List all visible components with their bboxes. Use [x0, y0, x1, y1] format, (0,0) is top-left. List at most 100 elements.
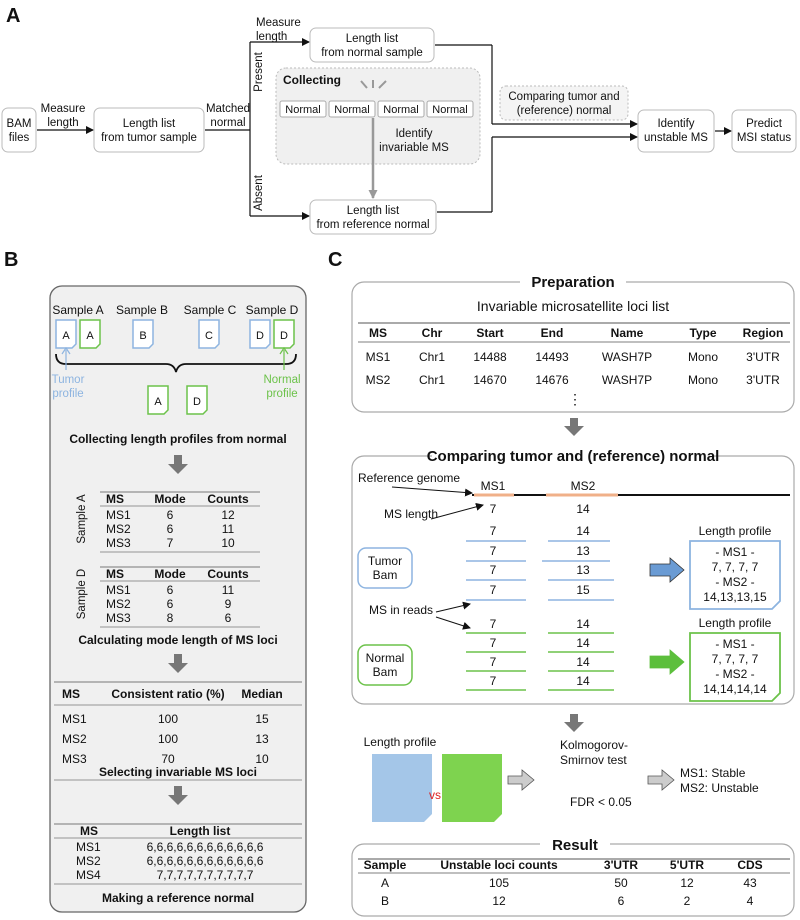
tumor-doc-d-icon: [249, 319, 271, 349]
table-header: 5'UTR: [670, 858, 705, 872]
read-length: 7: [490, 583, 497, 597]
comparing-box: [499, 85, 629, 121]
down-arrow-3-icon: [168, 786, 188, 805]
tumor-list-box: [93, 107, 205, 153]
table-cell: 10: [255, 752, 269, 766]
doc-a-normal-letter: A: [86, 330, 94, 342]
read-length: 7: [490, 524, 497, 538]
reference-list-box: [309, 199, 437, 235]
collected-a-letter: A: [154, 396, 162, 408]
sample-d-label: Sample D: [246, 303, 299, 317]
down-arrow-result-icon: [564, 714, 584, 732]
comparing-title: Comparing tumor and (reference) normal: [427, 448, 720, 465]
read-length: 7: [490, 636, 497, 650]
mode-d-header-mode: Mode: [154, 567, 186, 581]
table-cell: B: [381, 894, 389, 908]
mode-a-header-counts: Counts: [207, 492, 249, 506]
mode-d-header-counts: Counts: [207, 567, 249, 581]
table-cell: 14676: [535, 373, 569, 387]
preparation-subtitle: Invariable microsatellite loci list: [477, 298, 669, 314]
normal-reads: [466, 632, 614, 691]
read-length: 7: [490, 674, 497, 688]
result-box: [351, 843, 795, 917]
table-cell: MS1: [366, 350, 391, 364]
ref-length-ms1: 7: [490, 502, 497, 516]
read-length: 14: [576, 636, 590, 650]
table-cell: MS2: [366, 373, 391, 387]
table-cell: 2: [684, 894, 691, 908]
present-label: Present: [253, 51, 265, 91]
normal-chip-1: [279, 100, 327, 118]
read-length: 13: [576, 544, 590, 558]
table-cell: 14670: [473, 373, 507, 387]
panel-c-label: C: [328, 249, 342, 271]
step3-caption: Selecting invariable MS loci: [99, 765, 257, 779]
collecting-label: Collecting: [283, 73, 341, 87]
table-header: CDS: [737, 858, 762, 872]
collected-d-letter: D: [193, 396, 201, 408]
table-header: Start: [476, 326, 503, 340]
document-icons: [55, 319, 295, 349]
table-cell: 70: [161, 752, 175, 766]
table-cell: MS2: [62, 732, 87, 746]
step4-caption: Making a reference normal: [102, 891, 254, 905]
fdr-label: FDR < 0.05: [570, 795, 632, 809]
sample-a-table: MS1 6 12 MS2 6 11 MS3 7 10: [106, 508, 235, 550]
table-cell: 12: [680, 876, 694, 890]
list-header-length: Length list: [170, 824, 231, 838]
normal-chip-3: [377, 100, 425, 118]
table-cell: 14493: [535, 350, 569, 364]
read-length: 14: [576, 674, 590, 688]
normal-chip-3-label: Normal: [383, 104, 418, 116]
read-length: 15: [576, 583, 590, 597]
outcome-arrow-icon: [647, 769, 675, 791]
ms-length-label: MS length: [384, 507, 438, 521]
predict-box: [731, 109, 797, 153]
ks-test-label: Kolmogorov-Smirnov test: [560, 738, 628, 767]
table-cell: WASH7P: [602, 373, 652, 387]
table-cell: MS2: [106, 522, 131, 536]
tumor-reads: [466, 540, 614, 601]
collected-doc-a-icon: [147, 385, 169, 415]
mode-a-header-ms: MS: [106, 492, 124, 506]
tumor-read-values: 7 14 7 13 7 13 7 15: [490, 524, 590, 597]
table-cell: MS2: [76, 854, 101, 868]
table-cell: 6: [167, 522, 174, 536]
normal-doc-d-icon: [273, 319, 295, 349]
table-cell: WASH7P: [602, 350, 652, 364]
table-header: Region: [743, 326, 784, 340]
table-cell: 15: [255, 712, 269, 726]
table-cell: 3'UTR: [746, 373, 780, 387]
tumor-bam-box: [357, 547, 413, 589]
table-cell: MS2: [106, 597, 131, 611]
read-length: 13: [576, 563, 590, 577]
down-arrow-2-icon: [168, 654, 188, 673]
table-cell: A: [381, 876, 389, 890]
read-length: 14: [576, 617, 590, 631]
normal-bam-box: [357, 644, 413, 686]
tumor-profile-filled-icon: [372, 754, 432, 822]
table-cell: 8: [167, 611, 174, 625]
table-cell: MS1: [62, 712, 87, 726]
table-cell: 7,7,7,7,7,7,7,7,7,7: [157, 868, 254, 882]
sample-c-label: Sample C: [184, 303, 237, 317]
normal-doc-a-icon: [79, 319, 101, 349]
normal-chip-4-label: Normal: [432, 104, 467, 116]
result-title: Result: [552, 837, 598, 854]
absent-label: Absent: [253, 174, 265, 211]
table-cell: 6: [618, 894, 625, 908]
table-cell: 6,6,6,6,6,6,6,6,6,6,6,6: [147, 840, 264, 854]
tumor-doc-a-icon: [55, 319, 77, 349]
normal-chip-2: [328, 100, 376, 118]
table-cell: MS3: [106, 611, 131, 625]
table-cell: 12: [221, 508, 235, 522]
bottom-length-profile-title: Length profile: [364, 735, 437, 749]
sample-a-side-label: Sample A: [76, 494, 88, 544]
table-cell: Mono: [688, 350, 718, 364]
